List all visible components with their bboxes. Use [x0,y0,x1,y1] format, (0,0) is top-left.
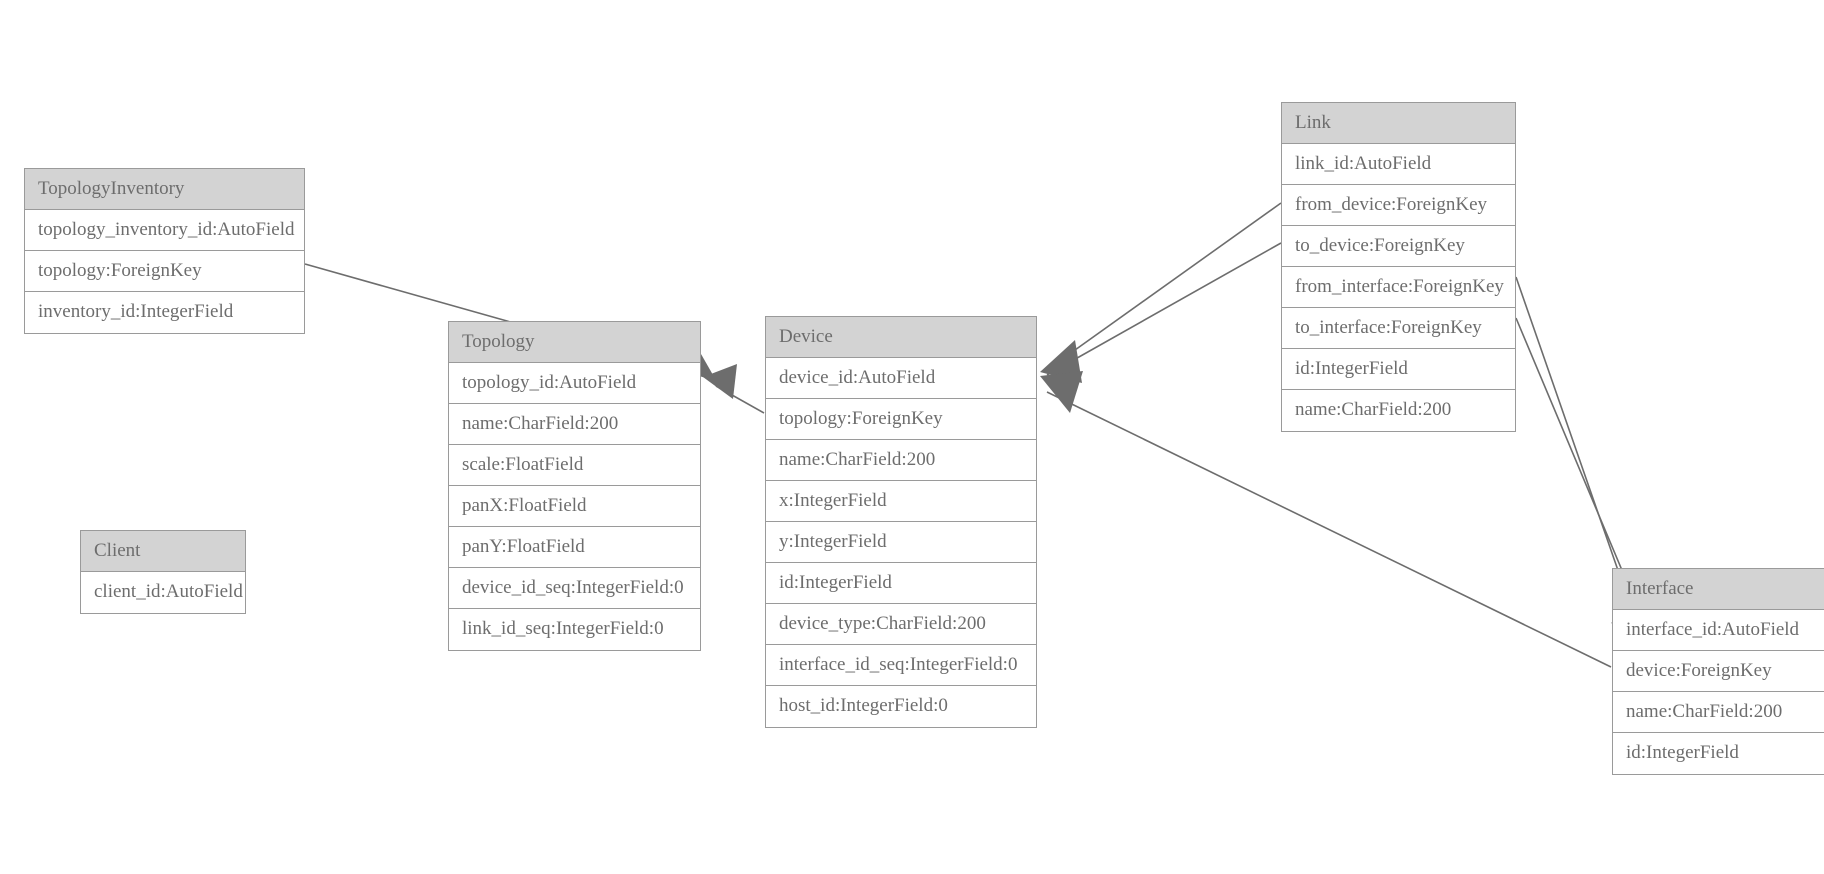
entity-field: device_id_seq:IntegerField:0 [449,568,700,609]
edge-link-todevice [1046,242,1282,376]
entity-field: name:CharField:200 [449,404,700,445]
entity-field: device_id:AutoField [766,358,1036,399]
entity-field: name:CharField:200 [766,440,1036,481]
arrowhead-device-right-upper [1040,340,1082,383]
entity-field: y:IntegerField [766,522,1036,563]
entity-field: interface_id:AutoField [1613,610,1824,651]
edge-device-topology [715,385,765,414]
entity-field: panY:FloatField [449,527,700,568]
entity-field: name:CharField:200 [1282,390,1515,431]
entity-title: Link [1282,103,1515,144]
entity-field: topology_inventory_id:AutoField [25,210,304,251]
entity-field: id:IntegerField [1613,733,1824,774]
entity-field: topology:ForeignKey [766,399,1036,440]
entity-title: Client [81,531,245,572]
entity-field: id:IntegerField [1282,349,1515,390]
entity-field: scale:FloatField [449,445,700,486]
entity-title: TopologyInventory [25,169,304,210]
entity-interface[interactable]: Interface interface_id:AutoField device:… [1612,568,1824,775]
entity-field: host_id:IntegerField:0 [766,686,1036,727]
entity-topology-inventory[interactable]: TopologyInventory topology_inventory_id:… [24,168,305,334]
entity-field: from_interface:ForeignKey [1282,267,1515,308]
arrowhead-device-right-lower [1040,371,1083,413]
entity-link[interactable]: Link link_id:AutoField from_device:Forei… [1281,102,1516,432]
entity-field: x:IntegerField [766,481,1036,522]
entity-field: to_interface:ForeignKey [1282,308,1515,349]
entity-field: link_id:AutoField [1282,144,1515,185]
entity-field: interface_id_seq:IntegerField:0 [766,645,1036,686]
entity-client[interactable]: Client client_id:AutoField [80,530,246,614]
edge-link-fromdevice [1046,202,1282,371]
entity-title: Device [766,317,1036,358]
entity-field: inventory_id:IntegerField [25,292,304,333]
entity-field: panX:FloatField [449,486,700,527]
entity-field: topology:ForeignKey [25,251,304,292]
entity-field: link_id_seq:IntegerField:0 [449,609,700,650]
entity-field: id:IntegerField [766,563,1036,604]
entity-device[interactable]: Device device_id:AutoField topology:Fore… [765,316,1037,728]
entity-field: topology_id:AutoField [449,363,700,404]
entity-title: Interface [1613,569,1824,610]
entity-field: device_type:CharField:200 [766,604,1036,645]
entity-field: from_device:ForeignKey [1282,185,1515,226]
entity-field: device:ForeignKey [1613,651,1824,692]
edge-interface-device [1046,391,1612,668]
entity-field: client_id:AutoField [81,572,245,613]
entity-field: name:CharField:200 [1613,692,1824,733]
arrowhead-topology-right [703,364,737,399]
entity-title: Topology [449,322,700,363]
entity-topology[interactable]: Topology topology_id:AutoField name:Char… [448,321,701,651]
entity-field: to_device:ForeignKey [1282,226,1515,267]
